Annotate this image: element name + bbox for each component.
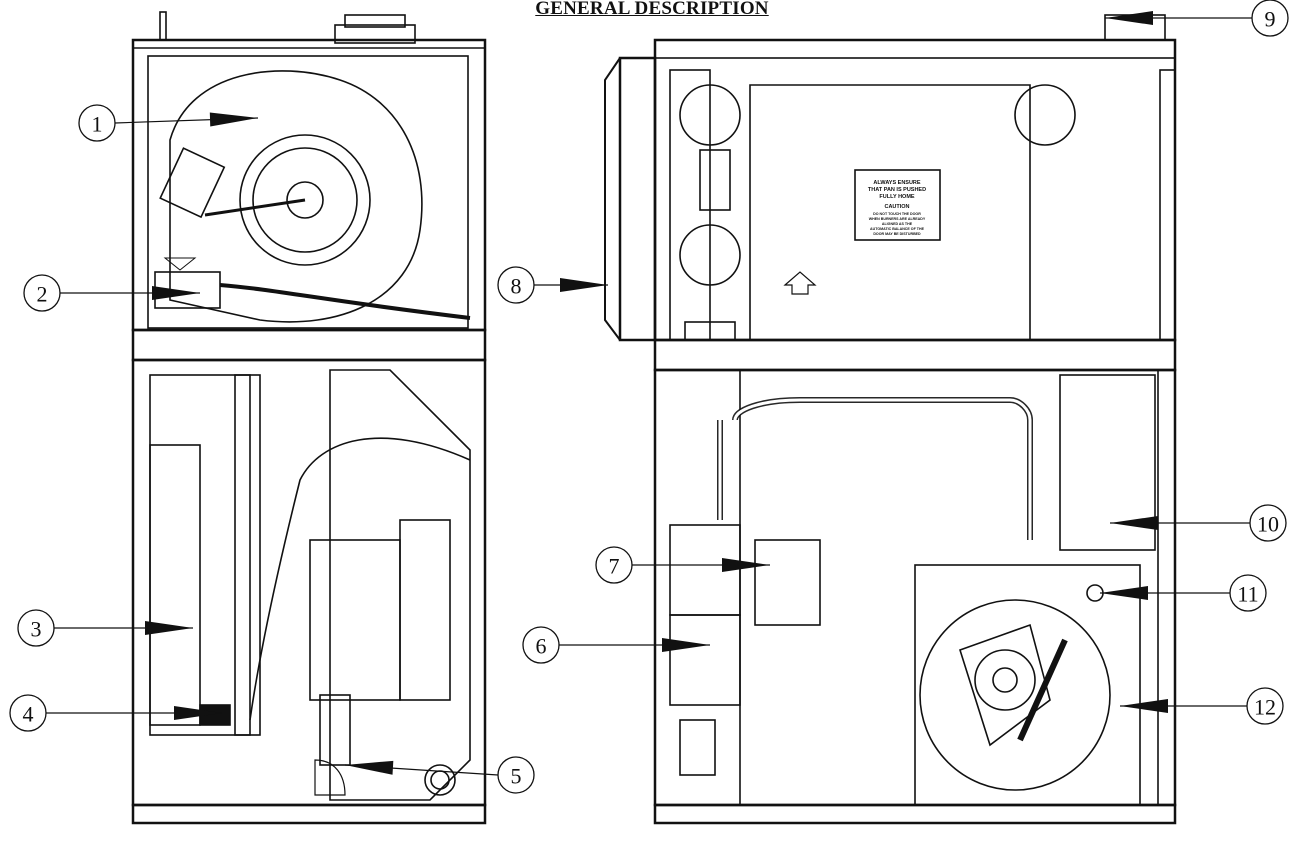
inducer-housing (1059, 374, 1156, 551)
callout-circle (1251, 0, 1289, 37)
arrowhead-icon (1120, 699, 1168, 713)
left-lower-cabinet (131, 358, 487, 807)
gas-valve-left (309, 539, 401, 701)
arrowhead-icon (345, 760, 394, 775)
callout-number: 6 (536, 634, 547, 659)
left-unit (131, 11, 487, 825)
callout-number: 11 (1237, 582, 1258, 607)
callout-10: 10 (1110, 504, 1287, 542)
callout-7: 7 (595, 546, 770, 584)
callout-number: 12 (1254, 695, 1276, 720)
keyhole-plate (679, 84, 741, 146)
callout-circle (497, 266, 535, 304)
caution-body-2: WHEN BURNERS ARE ALREADY (869, 217, 926, 221)
callout-circle (497, 756, 535, 794)
callout-1: 1 (78, 104, 259, 142)
caution-line-3: FULLY HOME (879, 194, 914, 200)
callout-number: 3 (31, 617, 42, 642)
callout-4: 4 (9, 694, 222, 732)
callout-8: 8 (497, 266, 608, 304)
callout-number: 1 (92, 112, 103, 137)
callout-2: 2 (23, 274, 200, 312)
left-divider (131, 328, 487, 362)
caution-body-1: DO NOT TOUCH THE DOOR (873, 212, 921, 216)
left-upper-cabinet (131, 38, 487, 332)
caution-label: ALWAYS ENSURE THAT PAN IS PUSHED FULLY H… (868, 180, 926, 236)
callout-circle (9, 694, 47, 732)
caution-line-2: THAT PAN IS PUSHED (868, 187, 926, 193)
callout-circle (17, 609, 55, 647)
arrowhead-icon (662, 638, 710, 652)
callout-11: 11 (1100, 574, 1267, 612)
callout-number: 8 (511, 274, 522, 299)
callout-3: 3 (17, 609, 193, 647)
arrowhead-icon (1100, 586, 1148, 600)
callout-number: 9 (1265, 7, 1276, 32)
right-unit (604, 14, 1177, 825)
right-divider (653, 338, 1177, 372)
callout-circle (522, 626, 560, 664)
caution-line-1: ALWAYS ENSURE (873, 180, 921, 186)
arrowhead-icon (145, 621, 193, 635)
callout-circle (23, 274, 61, 312)
callout-number: 2 (37, 282, 48, 307)
callout-circle (595, 546, 633, 584)
callout-9: 9 (1105, 0, 1289, 37)
blower-housing-1 (169, 70, 423, 323)
burner-section (329, 369, 471, 801)
arrowhead-icon (174, 706, 222, 720)
callout-6: 6 (522, 626, 710, 664)
airflow-arrow-icon (783, 271, 817, 295)
terminal-post (159, 11, 167, 41)
caution-body-3: ALIGNED AS THE (882, 222, 913, 226)
blower-motor (239, 134, 371, 266)
caution-body-5: DOOR MAY BE DISTURBED (873, 232, 921, 236)
callout-number: 7 (609, 554, 620, 579)
arrowhead-icon (1110, 516, 1158, 530)
callout-circle (1249, 504, 1287, 542)
callout-circle (78, 104, 116, 142)
pressure-switch (754, 539, 821, 626)
arrowhead-icon (722, 558, 770, 572)
combustion-blower (919, 599, 1111, 791)
callout-circle (1229, 574, 1267, 612)
caution-body-4: AUTOMATIC BALANCE OF THE (870, 227, 925, 231)
callout-number: 5 (511, 764, 522, 789)
caution-label-box (854, 169, 941, 241)
arrowhead-icon (560, 278, 608, 292)
left-upper-inner (147, 55, 469, 329)
arrowhead-icon (152, 286, 200, 300)
callout-5: 5 (344, 756, 535, 794)
callout-circle (1246, 687, 1284, 725)
caution-heading: CAUTION (884, 204, 909, 210)
combustion-blower-plate (914, 564, 1141, 806)
diagram-title: GENERAL DESCRIPTION (535, 0, 769, 19)
callout-number: 4 (23, 702, 34, 727)
callout-number: 10 (1257, 512, 1279, 537)
flue-collar (334, 24, 416, 44)
capacitor (159, 147, 226, 219)
callout-12: 12 (1120, 687, 1284, 725)
arrowhead-icon (1105, 11, 1153, 25)
arrowhead-icon (209, 112, 258, 127)
